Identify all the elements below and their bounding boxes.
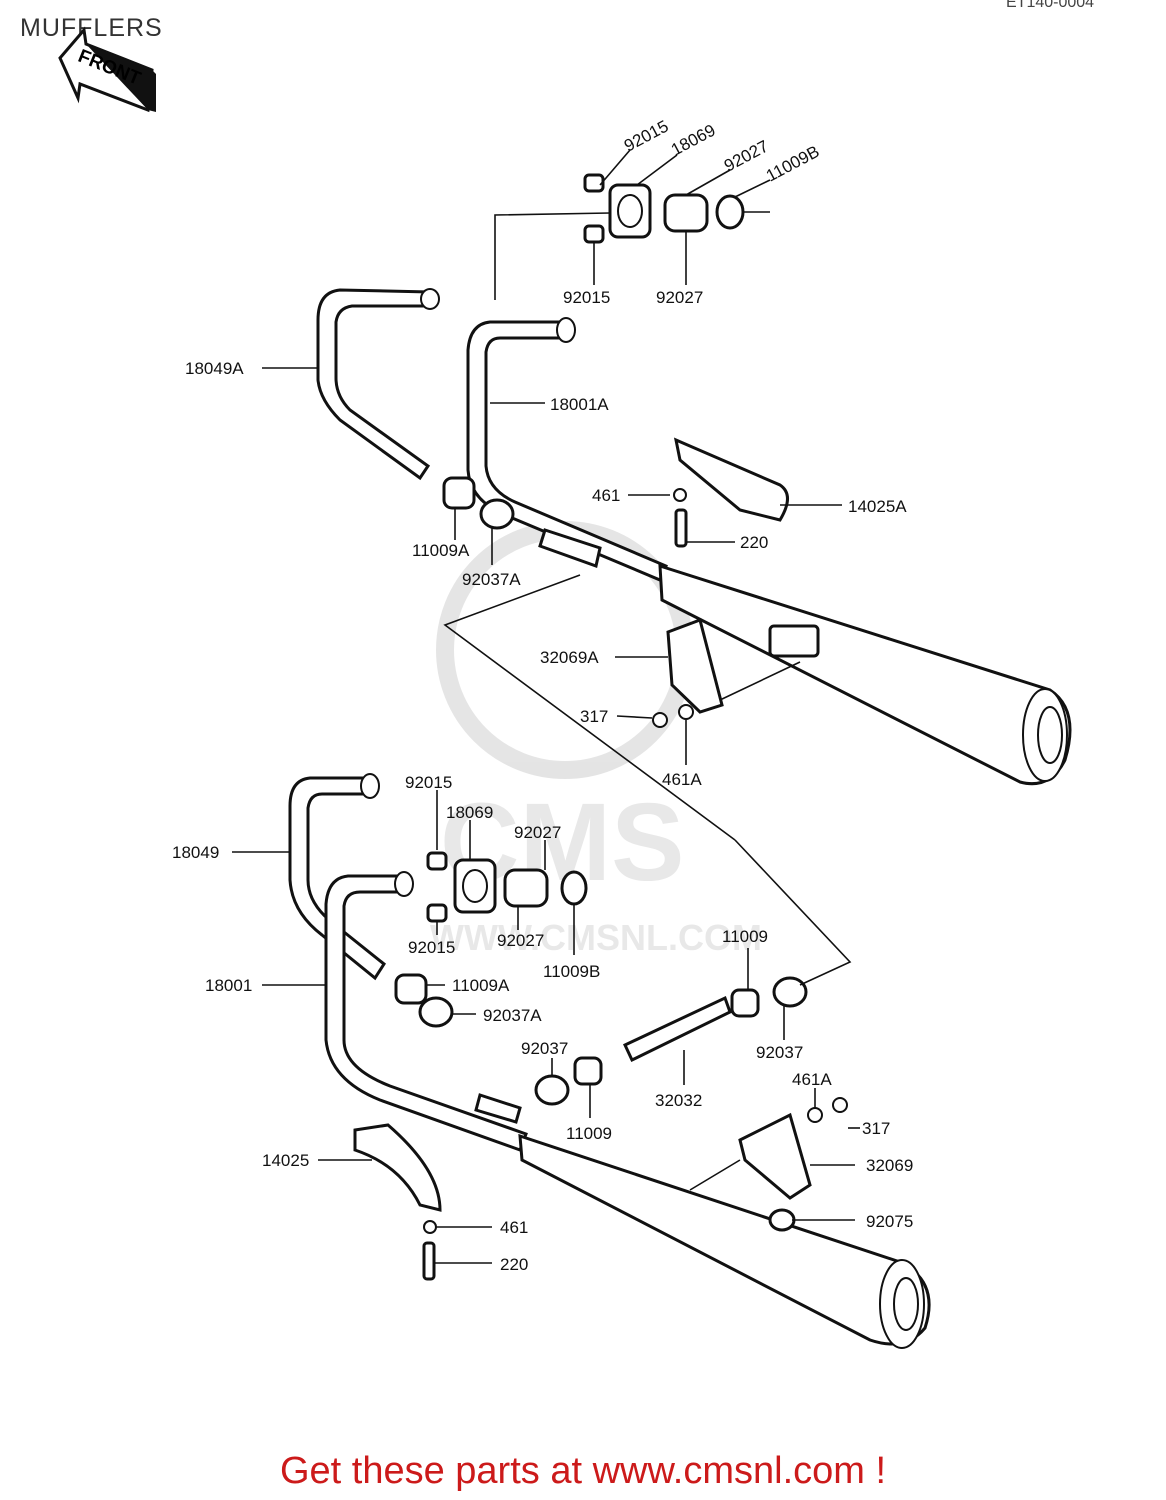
callout-11009B: 11009B xyxy=(543,962,600,981)
nut-317-upper xyxy=(652,712,668,728)
callout-220: 220 xyxy=(500,1255,528,1274)
bolt-220-upper xyxy=(674,508,688,548)
callout-92027: 92027 xyxy=(656,288,703,307)
callout-317: 317 xyxy=(862,1119,890,1138)
callout-11009: 11009 xyxy=(722,927,768,946)
page-title: MUFFLERS xyxy=(20,14,163,42)
bracket-32069A xyxy=(666,618,724,714)
callout-11009A: 11009A xyxy=(412,541,470,560)
gasket-11009-right xyxy=(730,988,760,1018)
callout-18001: 18001 xyxy=(205,976,252,995)
callout-461: 461 xyxy=(592,486,620,505)
callout-11009: 11009 xyxy=(566,1124,612,1143)
promo-link[interactable]: Get these parts at www.cmsnl.com ! xyxy=(279,1450,887,1492)
callout-92015: 92015 xyxy=(621,117,672,156)
callout-92027: 92027 xyxy=(514,823,561,842)
callout-92075: 92075 xyxy=(866,1212,913,1231)
callout-92015: 92015 xyxy=(408,938,455,957)
callout-92027: 92027 xyxy=(497,931,544,950)
callout-92015: 92015 xyxy=(405,773,452,792)
bracket-32069 xyxy=(738,1112,812,1200)
nut-92015-c xyxy=(426,851,448,871)
connector-pipe-32032 xyxy=(623,995,732,1063)
callout-14025A: 14025A xyxy=(848,497,907,516)
clamp-92037A-upper xyxy=(479,498,515,530)
rubber-92075 xyxy=(768,1208,796,1232)
callout-32069: 32069 xyxy=(866,1156,913,1175)
nut-317-lower xyxy=(832,1097,848,1113)
callout-317: 317 xyxy=(580,707,608,726)
gasket-11009B-upper xyxy=(715,194,745,230)
gasket-11009B-lower xyxy=(560,870,588,906)
callout-92037A: 92037A xyxy=(462,570,521,589)
callout-14025: 14025 xyxy=(262,1151,309,1170)
callout-92037A: 92037A xyxy=(483,1006,542,1025)
washer-461A-lower xyxy=(807,1107,823,1123)
watermark-url: WWW.CMSNL.COM xyxy=(430,917,762,958)
collar-92027-upper xyxy=(663,193,709,233)
callout-220: 220 xyxy=(740,533,768,552)
nut-92015-b xyxy=(583,224,605,244)
nut-92015-a xyxy=(583,173,605,193)
muffler-mount-upper xyxy=(768,624,820,658)
washer-461-upper xyxy=(673,488,687,502)
bolt-220-lower xyxy=(422,1241,436,1281)
gasket-11009-left xyxy=(573,1056,603,1086)
gasket-11009A-upper xyxy=(442,476,476,510)
flange-18069-lower xyxy=(453,858,497,914)
callout-32032: 32032 xyxy=(655,1091,702,1110)
exhaust-pipe-18049A xyxy=(316,288,432,481)
callout-32069A: 32069A xyxy=(540,648,599,667)
muffler-upper xyxy=(658,563,1072,786)
callout-461A: 461A xyxy=(662,770,702,789)
callout-461A: 461A xyxy=(792,1070,832,1089)
callout-18001A: 18001A xyxy=(550,395,609,414)
collar-92027-lower xyxy=(503,868,549,908)
callout-11009A: 11009A xyxy=(452,976,510,995)
front-arrow-icon: FRONT xyxy=(58,26,156,113)
callout-92037: 92037 xyxy=(756,1043,803,1062)
heat-guard-14025A xyxy=(673,437,789,522)
callout-18069: 18069 xyxy=(446,803,493,822)
gasket-11009A-lower xyxy=(394,973,428,1005)
callout-92037: 92037 xyxy=(521,1039,568,1058)
nut-92015-d xyxy=(426,903,448,923)
heat-guard-14025 xyxy=(353,1123,442,1212)
washer-461-lower xyxy=(423,1220,437,1234)
callout-18049A: 18049A xyxy=(185,359,244,378)
callout-18049: 18049 xyxy=(172,843,219,862)
clamp-92037A-lower xyxy=(418,996,454,1028)
leader-lines xyxy=(232,149,860,1264)
clamp-92037-left xyxy=(534,1074,570,1106)
callout-11009B: 11009B xyxy=(763,142,823,186)
callout-18069: 18069 xyxy=(668,121,719,160)
flange-18069-upper xyxy=(608,183,652,239)
washer-461A-upper xyxy=(678,704,694,720)
callout-461: 461 xyxy=(500,1218,528,1237)
diagram-code: ET140-0004 xyxy=(1006,0,1095,11)
callout-92015: 92015 xyxy=(563,288,610,307)
clamp-92037-right xyxy=(772,976,808,1008)
